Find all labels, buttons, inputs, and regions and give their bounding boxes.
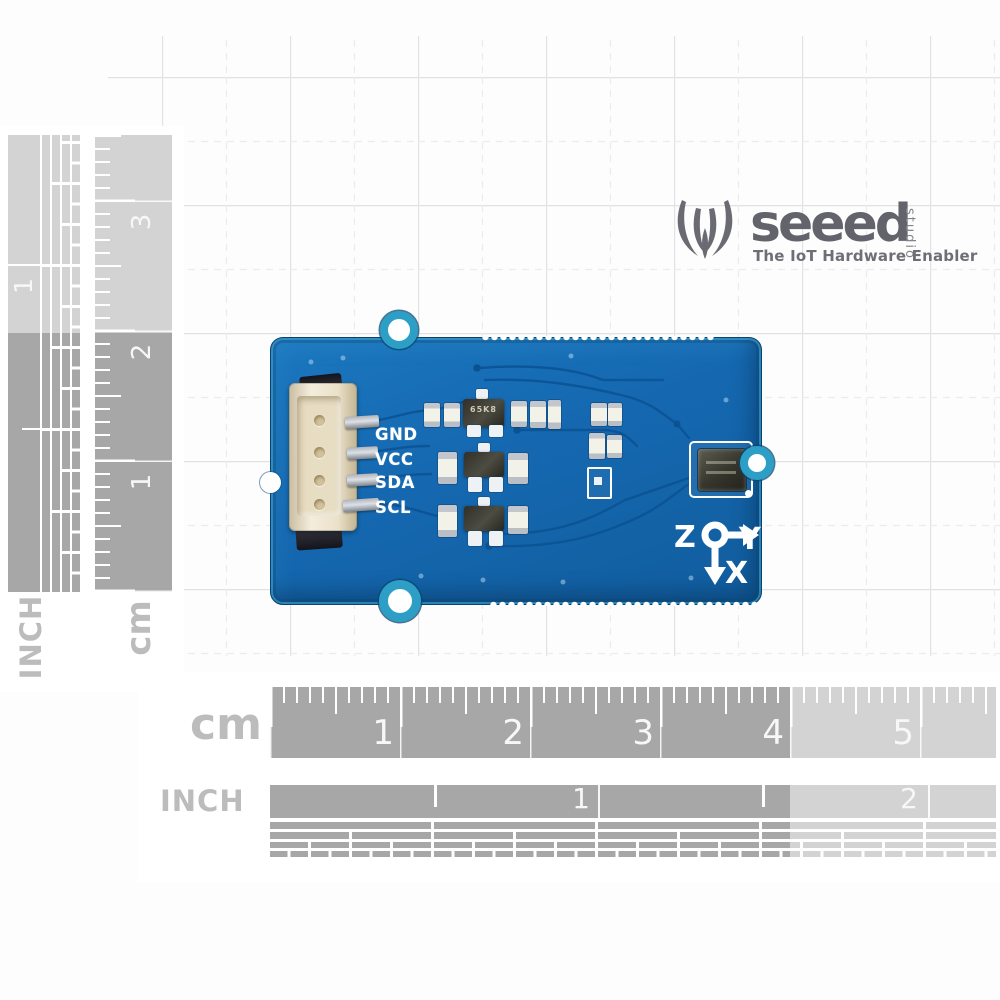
left-cm-number: 3 xyxy=(127,213,157,231)
sot23-transistor xyxy=(464,506,504,531)
cm-number: 4 xyxy=(762,713,784,753)
inch-number: 1 xyxy=(572,782,590,815)
sensor-chip xyxy=(698,449,746,491)
silkscreen-label-scl: SCL xyxy=(375,498,412,517)
bottom-inch-ruler: 1 2 xyxy=(270,782,996,861)
connector-pin3-dot xyxy=(314,475,325,486)
connector-lead-scl xyxy=(342,497,380,513)
solder-pad xyxy=(489,425,503,437)
axis-x-label: X xyxy=(725,556,748,591)
smd-resistor xyxy=(438,505,457,537)
left-edge-notch xyxy=(260,472,281,493)
inch-number: 2 xyxy=(900,782,918,815)
left-inch-bar: 1 xyxy=(8,135,40,592)
inch-eighths-row xyxy=(270,842,996,848)
left-cm-number: 1 xyxy=(127,473,157,491)
smd-resistor xyxy=(508,506,528,534)
axis-origin-ring xyxy=(701,521,729,549)
top-edge-serration xyxy=(481,336,716,344)
axis-z-label: Z xyxy=(674,520,696,555)
inch-main-bar: 1 2 xyxy=(270,782,996,818)
axis-orientation-indicator: Z Y X xyxy=(674,520,761,591)
cm-number: 1 xyxy=(372,713,394,753)
brand-studio-label: studio xyxy=(902,208,917,260)
cm-number: 2 xyxy=(502,713,524,753)
sot23-transistor xyxy=(464,452,504,477)
sensor-pin1-dot xyxy=(745,490,752,497)
component-silk-box xyxy=(587,467,612,499)
solder-pad xyxy=(476,389,488,399)
inch-sixteenths-column xyxy=(72,135,80,592)
left-cm-number: 2 xyxy=(127,343,157,361)
solder-pad xyxy=(468,477,482,492)
connector-lead-sda xyxy=(346,473,379,487)
silkscreen-label-sda: SDA xyxy=(375,473,415,492)
smd-capacitor xyxy=(511,401,527,427)
inch-quarters-row xyxy=(270,832,996,839)
brand-tagline: The IoT Hardware Enabler xyxy=(753,247,978,265)
axis-y-label: Y xyxy=(738,522,761,557)
smd-resistor xyxy=(438,452,457,484)
connector-pin1-dot xyxy=(314,415,325,426)
solder-pad xyxy=(478,497,490,506)
mounting-hole-bottom xyxy=(379,580,421,622)
silkscreen-label-gnd: GND xyxy=(375,425,418,444)
bottom-edge-serration xyxy=(489,598,757,606)
cm-number: 5 xyxy=(892,713,914,753)
smd-capacitor xyxy=(608,403,622,426)
smd-resistor xyxy=(508,453,528,484)
solder-pad xyxy=(478,443,490,452)
cm-number: 3 xyxy=(632,713,654,753)
seeed-lotus-icon xyxy=(677,200,733,259)
left-cm-bar: 1 2 3 xyxy=(95,135,172,592)
left-cm-unit-label: cm xyxy=(119,600,159,656)
solder-pad xyxy=(489,531,503,546)
solder-pad xyxy=(467,425,481,437)
inch-quarters-column xyxy=(52,135,60,592)
smd-capacitor xyxy=(444,403,460,427)
silkscreen-label-vcc: VCC xyxy=(375,450,414,469)
sot23-transistor: 65K8 xyxy=(463,399,504,427)
bottom-inch-unit-label: INCH xyxy=(160,784,245,818)
smd-resistor xyxy=(548,400,561,429)
smd-capacitor xyxy=(591,403,607,426)
solder-pad xyxy=(489,477,503,492)
solder-pad xyxy=(468,531,482,546)
inch-eighths-column xyxy=(62,135,70,592)
grove-sensor-pcb: GND VCC SDA SCL 65K8 xyxy=(270,336,762,606)
smd-capacitor xyxy=(589,433,605,459)
connector-lead-vcc xyxy=(346,446,379,460)
mounting-hole-right xyxy=(740,446,774,480)
smd-capacitor xyxy=(530,401,546,428)
connector-pin4-dot xyxy=(314,499,325,510)
smd-capacitor xyxy=(424,403,440,427)
bottom-cm-ruler: 1 2 3 4 5 xyxy=(270,687,996,758)
inch-halves-row xyxy=(270,822,996,829)
connector-pin2-dot xyxy=(314,447,325,458)
left-inch-number: 1 xyxy=(9,278,38,294)
bottom-cm-unit-label: cm xyxy=(190,699,262,750)
left-ruler: 1 1 2 3 xyxy=(8,135,172,592)
pcb-traces xyxy=(308,353,729,585)
brand-wordmark: seeed xyxy=(750,194,912,254)
smd-capacitor xyxy=(607,435,622,458)
left-inch-unit-label: INCH xyxy=(14,594,48,680)
transistor-marking: 65K8 xyxy=(470,405,497,414)
inch-halves-column xyxy=(42,135,50,592)
mounting-hole-top xyxy=(380,311,418,349)
inch-sixteenths-row xyxy=(270,851,996,857)
